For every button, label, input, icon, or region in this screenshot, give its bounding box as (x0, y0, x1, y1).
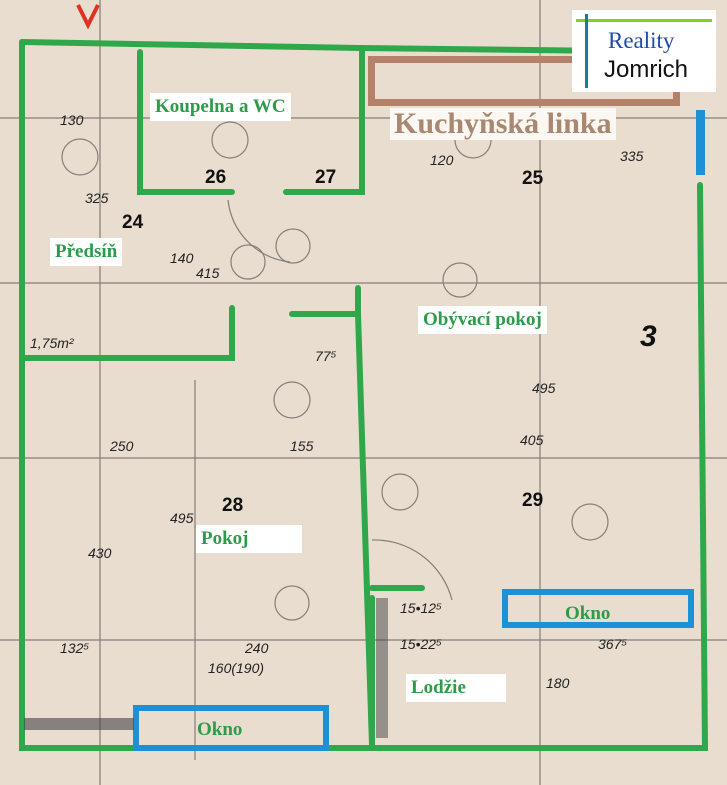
unit-number: 3 (640, 320, 657, 353)
dimension: 140 (170, 250, 194, 266)
logo-line2: Jomrich (604, 56, 689, 83)
logo: Reality Jomrich (572, 10, 716, 92)
window-bedroom (133, 705, 329, 751)
dimension: 335 (620, 148, 644, 164)
room-label-bathroom: Koupelna a WC (150, 93, 291, 121)
dimension: 367⁵ (598, 636, 628, 652)
dimension: 155 (290, 438, 314, 454)
dimension: 430 (88, 545, 112, 561)
room-number: 26 (205, 167, 227, 188)
logo-blue-bar (585, 14, 588, 88)
room-number: 29 (522, 490, 544, 511)
window-loggia (502, 589, 694, 628)
dimension: 1,75m² (30, 335, 74, 351)
dimension: 120 (430, 152, 454, 168)
dimension: 15•12⁵ (400, 600, 442, 616)
room-label-loggia: Lodžie (406, 674, 506, 702)
dimension: 405 (520, 432, 544, 448)
kitchen-label: Kuchyňská linka (390, 108, 616, 140)
dimension: 250 (110, 438, 134, 454)
room-label-bedroom: Pokoj (196, 525, 302, 553)
room-number: 25 (522, 168, 544, 189)
dimension: 130 (60, 112, 84, 128)
dimension: 240 (245, 640, 269, 656)
dimension: 15•22⁵ (400, 636, 442, 652)
dimension: 160(190) (208, 660, 265, 676)
room-label-living: Obývací pokoj (418, 306, 547, 334)
window-label: Okno (565, 603, 611, 624)
room-label-hall: Předsíň (50, 238, 123, 266)
logo-line1: Reality (608, 28, 675, 53)
dimension: 415 (196, 265, 220, 281)
window-label: Okno (197, 719, 243, 740)
room-number: 28 (222, 495, 244, 516)
dimension: 77⁵ (315, 348, 337, 364)
dimension: 325 (85, 190, 109, 206)
logo-green-bar (576, 19, 712, 22)
dimension: 180 (546, 675, 570, 691)
dimension: 495 (532, 380, 556, 396)
room-number: 24 (122, 212, 144, 233)
room-number: 27 (315, 167, 337, 188)
dimension: 495 (170, 510, 194, 526)
dimension: 132⁵ (60, 640, 90, 656)
